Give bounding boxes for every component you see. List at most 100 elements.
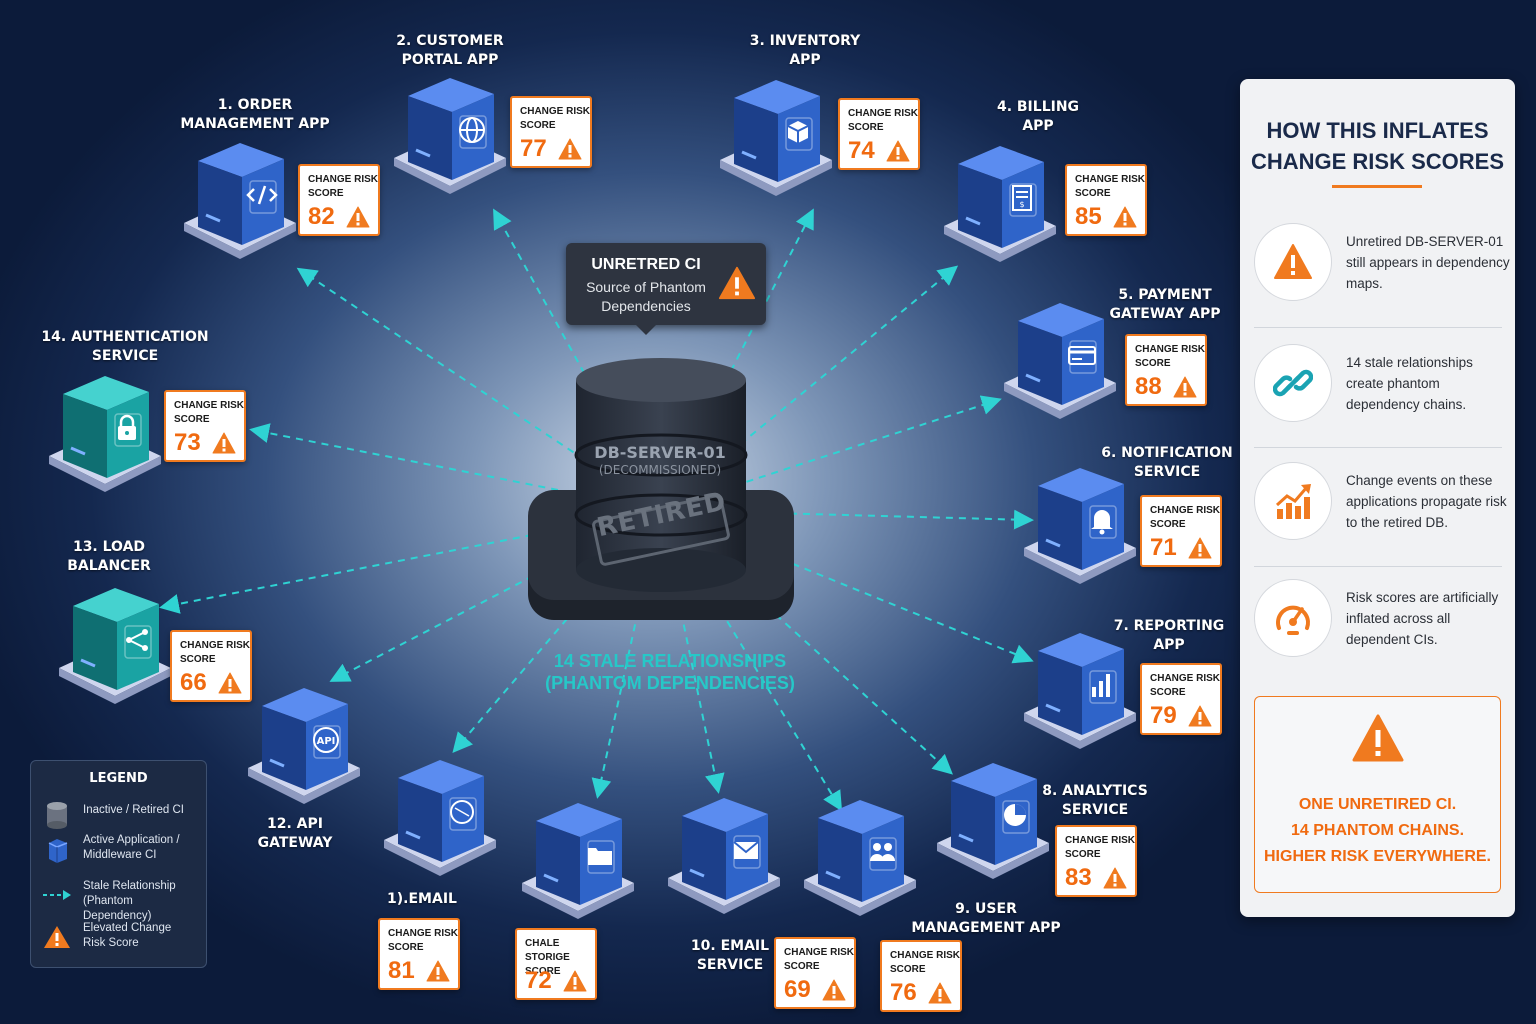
score-value: 88: [1135, 373, 1162, 400]
application-ci-node[interactable]: [1020, 460, 1140, 584]
node-label: 13. LOAD BALANCER: [67, 539, 151, 574]
application-ci-node[interactable]: [1000, 295, 1120, 419]
application-ci-node[interactable]: [800, 792, 920, 916]
node-label: 9. USER MANAGEMENT APP: [911, 901, 1061, 936]
legend-item-retired: Inactive / Retired CI: [43, 799, 203, 835]
node-label: 14. AUTHENTICATION SERVICE: [41, 329, 209, 364]
node-label: 2. CUSTOMER PORTAL APP: [396, 33, 504, 68]
change-risk-score-card: CHANGE RISK SCORE 79: [1140, 663, 1222, 735]
application-ci-node[interactable]: [380, 752, 500, 876]
score-caption: CHALE STORIGE SCORE: [525, 938, 570, 977]
stale-relationships-label: 14 STALE RELATIONSHIPS (PHANTOM DEPENDEN…: [545, 651, 795, 693]
application-ci-node[interactable]: [390, 70, 510, 194]
score-value: 82: [308, 203, 335, 230]
change-risk-score-card: CHANGE RISK SCORE 74: [838, 98, 920, 170]
warning-icon: [346, 206, 370, 228]
score-caption: CHANGE RISK SCORE: [890, 950, 961, 975]
legend: LEGEND Inactive / Retired CI Active Appl…: [30, 760, 207, 968]
application-ci-node[interactable]: [45, 368, 165, 492]
title-underline: [1332, 185, 1422, 188]
score-caption: CHANGE RISK SCORE: [388, 928, 459, 953]
score-caption: CHANGE RISK SCORE: [180, 640, 251, 665]
warning-icon: [822, 979, 846, 1001]
change-risk-score-card: CHANGE RISK SCORE 88: [1125, 334, 1207, 406]
node-label: 8. ANALYTICS SERVICE: [1042, 783, 1148, 818]
score-value: 79: [1150, 702, 1177, 729]
svg-text:API: API: [317, 736, 336, 747]
pie-chart-icon: [1004, 804, 1026, 826]
warning-icon: [1274, 244, 1312, 279]
dashed-arrow-icon: [43, 890, 71, 900]
stale-relationship-arrow: [591, 509, 661, 799]
bar-chart-icon: [1092, 674, 1110, 697]
score-caption: CHANGE RISK SCORE: [848, 108, 919, 133]
score-caption: CHANGE RISK SCORE: [174, 400, 245, 425]
score-value: 72: [525, 967, 552, 994]
warning-icon: [563, 970, 587, 992]
score-value: 85: [1075, 203, 1102, 230]
node-label: 10. EMAIL SERVICE: [690, 938, 770, 973]
score-value: 69: [784, 976, 811, 1003]
application-ci-node[interactable]: [180, 135, 300, 259]
explanation-panel: HOW THIS INFLATES CHANGE RISK SCORES Unr…: [1240, 79, 1515, 917]
node-label: 4. BILLING APP: [996, 99, 1080, 134]
server-icon: [48, 839, 68, 863]
warning-icon: [426, 960, 450, 982]
node-label: 5. PAYMENT GATEWAY APP: [1109, 287, 1221, 322]
warning-icon: [718, 266, 756, 300]
bell-icon: [1091, 510, 1113, 535]
application-ci-node[interactable]: [664, 790, 784, 914]
application-ci-node[interactable]: [1020, 625, 1140, 749]
score-caption: CHANGE RISK SCORE: [1065, 835, 1136, 860]
change-risk-score-card: CHANGE RISK SCORE 81: [378, 918, 460, 990]
node-label: 6. NOTIFICATION SERVICE: [1101, 445, 1233, 480]
invoice-icon: $: [1012, 185, 1032, 211]
application-ci-node[interactable]: API: [244, 680, 364, 804]
score-value: 83: [1065, 864, 1092, 891]
application-ci-node[interactable]: [933, 755, 1053, 879]
users-icon: [870, 843, 895, 861]
envelope-icon: [733, 841, 759, 859]
warning-icon: [1173, 376, 1197, 398]
warning-icon: [558, 138, 582, 160]
panel-item-2: 14 stale relationships create phantom de…: [1254, 344, 1512, 434]
legend-item-warning: Elevated Change Risk Score: [43, 921, 203, 957]
change-risk-score-card: CHANGE RISK SCORE 76: [880, 940, 962, 1012]
change-risk-score-card: CHANGE RISK SCORE 83: [1055, 825, 1137, 897]
circle-icon: [450, 800, 474, 824]
panel-title: HOW THIS INFLATES CHANGE RISK SCORES: [1250, 118, 1505, 174]
node-label: 1).EMAIL: [387, 891, 457, 907]
change-risk-score-card: CHANGE RISK SCORE 85: [1065, 164, 1147, 236]
score-value: 77: [520, 135, 547, 162]
svg-text:$: $: [1019, 200, 1024, 209]
trend-up-icon: [1275, 484, 1311, 519]
change-risk-score-card: CHANGE RISK SCORE 77: [510, 96, 592, 168]
code-icon: [246, 185, 278, 205]
db-title: DB-SERVER-01: [594, 443, 726, 462]
score-value: 73: [174, 429, 201, 456]
node-label: 12. API GATEWAY: [257, 816, 333, 851]
stale-relationship-arrow: [329, 509, 661, 682]
summary-text: ONE UNRETIRED CI. 14 PHANTOM CHAINS. HIG…: [1264, 796, 1491, 865]
score-value: 66: [180, 669, 207, 696]
change-risk-score-card: CHALE STORIGE SCORE 72: [515, 928, 597, 1000]
score-caption: CHANGE RISK SCORE: [1135, 344, 1206, 369]
application-ci-node[interactable]: $: [940, 138, 1060, 262]
score-caption: CHANGE RISK SCORE: [520, 106, 591, 131]
db-icon: [47, 802, 67, 829]
warning-icon: [1188, 705, 1212, 727]
score-caption: CHANGE RISK SCORE: [1150, 505, 1221, 530]
score-caption: CHANGE RISK SCORE: [1150, 673, 1221, 698]
legend-item-stale: Stale Relationship (Phantom Dependency): [43, 879, 203, 922]
score-value: 81: [388, 957, 415, 984]
panel-item-4: Risk scores are artificially inflated ac…: [1254, 579, 1512, 669]
application-ci-node[interactable]: [518, 795, 638, 919]
change-risk-score-card: CHANGE RISK SCORE 69: [774, 937, 856, 1009]
warning-icon: [212, 432, 236, 454]
node-label: 1. ORDER MANAGEMENT APP: [180, 97, 330, 132]
summary-box: ONE UNRETIRED CI. 14 PHANTOM CHAINS. HIG…: [1254, 696, 1501, 893]
application-ci-node[interactable]: [716, 72, 836, 196]
application-ci-node[interactable]: [55, 580, 175, 704]
legend-item-active: Active Application / Middleware CI: [43, 833, 203, 869]
db-server-retired[interactable]: DB-SERVER-01 (DECOMMISSIONED) RETIRED: [520, 350, 800, 640]
